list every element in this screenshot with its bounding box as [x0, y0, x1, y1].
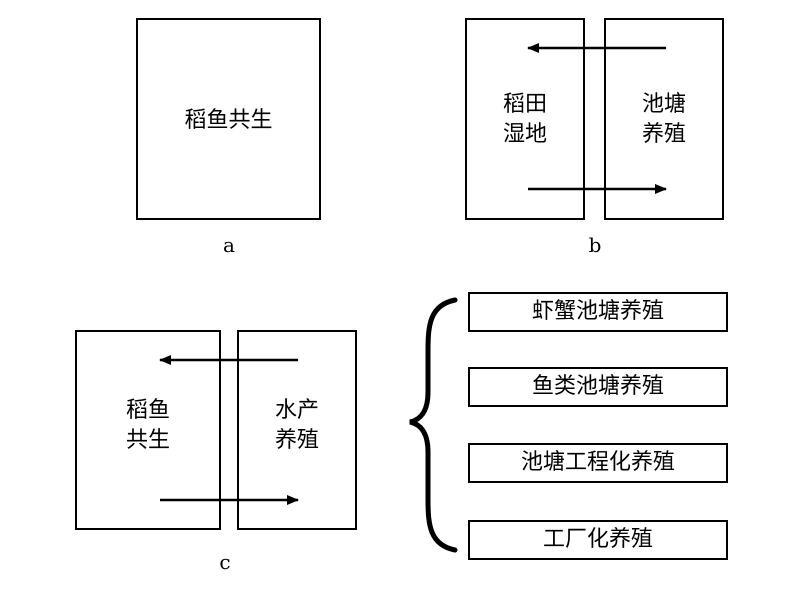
panel-c-right-label-2: 养殖 — [274, 428, 319, 453]
panel-b-left-label-2: 湿地 — [502, 122, 547, 147]
panel-b-right-label-1: 池塘 — [641, 92, 686, 117]
panel-c-left-label-2: 共生 — [125, 428, 170, 453]
panel-b-right-label-2: 养殖 — [641, 122, 686, 147]
panel-b-left-box — [465, 18, 585, 220]
panel-a-label: 稻鱼共生 — [184, 108, 273, 133]
list-box-3 — [468, 443, 728, 483]
panel-a-box — [136, 18, 321, 220]
panel-c-caption: c — [219, 550, 231, 574]
list-item-4: 工厂化养殖 — [542, 527, 653, 552]
panel-a-caption: a — [223, 233, 235, 257]
panel-c-left-label-1: 稻鱼 — [125, 398, 170, 423]
list-box-1 — [468, 292, 728, 332]
curly-brace — [409, 297, 458, 553]
list-box-4 — [468, 520, 728, 560]
list-item-2: 鱼类池塘养殖 — [531, 374, 664, 399]
list-box-2 — [468, 367, 728, 407]
panel-b-left-label-1: 稻田 — [502, 92, 547, 117]
panel-b-caption: b — [588, 233, 602, 257]
panel-c-right-label-1: 水产 — [274, 398, 319, 423]
list-item-1: 虾蟹池塘养殖 — [531, 299, 664, 324]
panel-c-left-box — [75, 330, 221, 530]
list-item-3: 池塘工程化养殖 — [520, 450, 675, 475]
